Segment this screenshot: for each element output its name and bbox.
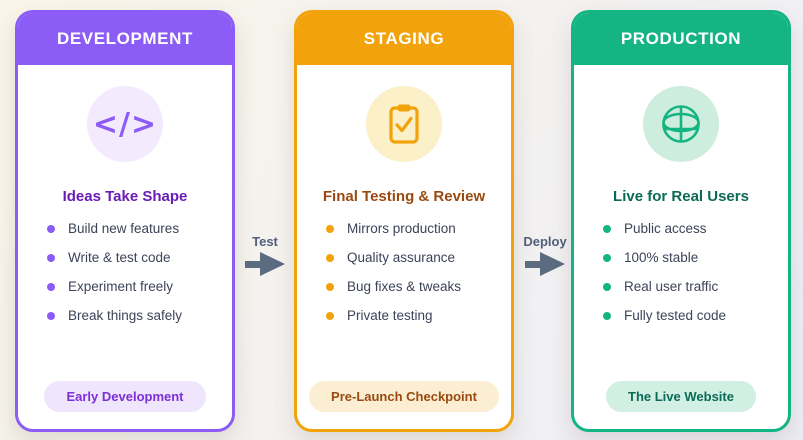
list-item: Fully tested code (603, 307, 778, 324)
development-badge: Early Development (44, 381, 206, 412)
list-item-label: Build new features (68, 221, 180, 236)
bullet-dot (326, 282, 334, 291)
list-item-label: Private testing (347, 308, 433, 323)
list-item-label: Real user traffic (624, 279, 719, 294)
deploy-arrow: Deploy (514, 234, 576, 276)
staging-header: STAGING (297, 13, 511, 65)
list-item: Experiment freely (47, 278, 222, 295)
clipboard-check-icon (366, 86, 442, 162)
list-item: Write & test code (47, 249, 222, 266)
development-header: DEVELOPMENT (18, 13, 232, 65)
staging-badge: Pre-Launch Checkpoint (309, 381, 499, 412)
bullet-dot (603, 282, 611, 291)
bullet-dot (47, 311, 55, 320)
production-header: PRODUCTION (574, 13, 788, 65)
production-feature-list: Public access 100% stable Real user traf… (574, 220, 788, 336)
arrow-head (540, 252, 565, 276)
development-header-label: DEVELOPMENT (56, 29, 193, 48)
development-title: Ideas Take Shape (62, 188, 188, 205)
list-item-label: Write & test code (68, 250, 171, 265)
bullet-dot (326, 224, 334, 233)
staging-feature-list: Mirrors production Quality assurance Bug… (297, 220, 511, 336)
list-item: Bug fixes & tweaks (326, 278, 501, 295)
production-badge: The Live Website (606, 381, 756, 412)
deploy-arrow-label: Deploy (523, 234, 567, 249)
list-item-label: 100% stable (624, 250, 699, 265)
list-item: Quality assurance (326, 249, 501, 266)
staging-card: STAGING Final Testing & Review Mirrors p… (294, 10, 514, 432)
list-item: Break things safely (47, 307, 222, 324)
bullet-dot (47, 253, 55, 262)
development-card: DEVELOPMENT </> Ideas Take Shape Build n… (15, 10, 235, 432)
code-icon: </> (87, 86, 163, 162)
bullet-dot (326, 311, 334, 320)
test-arrow-label: Test (252, 234, 278, 249)
list-item-label: Bug fixes & tweaks (347, 279, 462, 294)
production-card: PRODUCTION Live for Real Users Public ac… (571, 10, 791, 432)
list-item-label: Public access (624, 221, 707, 236)
list-item-label: Break things safely (68, 308, 183, 323)
globe-icon (643, 86, 719, 162)
bullet-dot (603, 311, 611, 320)
production-title: Live for Real Users (613, 188, 749, 205)
list-item: Mirrors production (326, 220, 501, 237)
staging-header-label: STAGING (363, 29, 445, 48)
bullet-dot (326, 253, 334, 262)
staging-title: Final Testing & Review (322, 188, 486, 205)
list-item: Real user traffic (603, 278, 778, 295)
list-item-label: Mirrors production (347, 221, 456, 236)
bullet-dot (603, 253, 611, 262)
clipboard-check-icon-svg (389, 104, 419, 144)
production-header-label: PRODUCTION (620, 29, 742, 48)
arrow-tail (525, 260, 540, 268)
code-icon-glyph: </> (92, 106, 158, 142)
bullet-dot (47, 224, 55, 233)
right-arrow-icon (234, 252, 296, 276)
list-item-label: Fully tested code (624, 308, 727, 323)
arrow-head (260, 252, 285, 276)
list-item-label: Quality assurance (347, 250, 456, 265)
arrow-tail (245, 260, 260, 268)
test-arrow: Test (234, 234, 296, 276)
right-arrow-icon (514, 252, 576, 276)
list-item: Public access (603, 220, 778, 237)
development-feature-list: Build new features Write & test code Exp… (18, 220, 232, 336)
list-item: Build new features (47, 220, 222, 237)
list-item-label: Experiment freely (68, 279, 174, 294)
bullet-dot (603, 224, 611, 233)
list-item: 100% stable (603, 249, 778, 266)
globe-icon-svg (662, 105, 700, 143)
bullet-dot (47, 282, 55, 291)
list-item: Private testing (326, 307, 501, 324)
